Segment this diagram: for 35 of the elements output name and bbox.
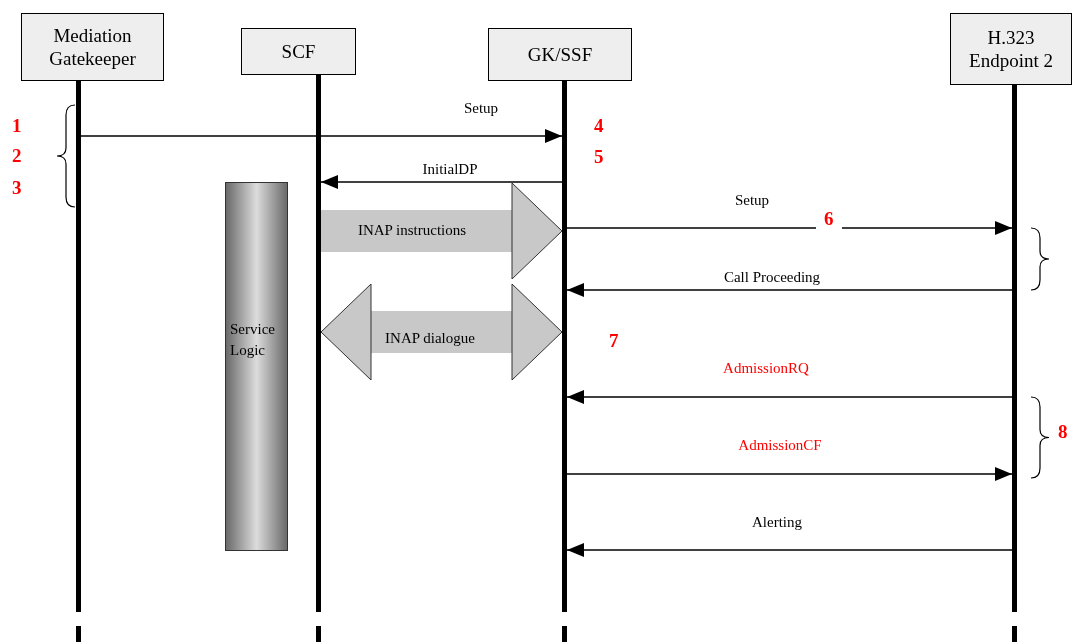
participant-name: H.323 Endpoint 2: [968, 26, 1054, 72]
message-arrow: [80, 129, 563, 143]
step-number: 3: [12, 177, 22, 199]
step-number: 2: [12, 145, 22, 167]
participant-name: Mediation Gatekeeper: [48, 24, 137, 70]
message-arrow: [566, 390, 1013, 404]
participant-name: SCF: [281, 40, 316, 63]
participant-box: [488, 28, 632, 81]
message-label: INAP dialogue: [384, 330, 476, 347]
message-label: Alerting: [750, 514, 804, 531]
message-arrow: [566, 283, 1013, 297]
lifeline: [562, 81, 567, 612]
step-number: 1: [12, 115, 22, 137]
participant-box: [241, 28, 356, 75]
step-number: 4: [594, 115, 604, 137]
participant-box: [950, 13, 1072, 85]
message-label: Call Proceeding: [721, 269, 823, 286]
lifeline: [316, 75, 321, 612]
step-number: 5: [594, 146, 604, 168]
message-arrow: [566, 467, 1013, 481]
step-number: 7: [609, 330, 619, 352]
block-arrow: [321, 182, 563, 280]
message-arrow: [566, 221, 1013, 235]
participant-box: [21, 13, 164, 81]
lifeline: [76, 81, 81, 612]
message-label: AdmissionRQ: [721, 360, 811, 377]
message-label: INAP instructions: [356, 222, 468, 239]
node-label: Service Logic: [230, 320, 276, 360]
step-number: 8: [1058, 421, 1068, 443]
participant-name: GK/SSF: [527, 43, 593, 66]
block-arrow: [320, 283, 563, 381]
message-arrow: [320, 175, 563, 189]
service-logic-bar: [225, 182, 288, 551]
lifeline: [1012, 85, 1017, 612]
message-arrow: [566, 543, 1013, 557]
